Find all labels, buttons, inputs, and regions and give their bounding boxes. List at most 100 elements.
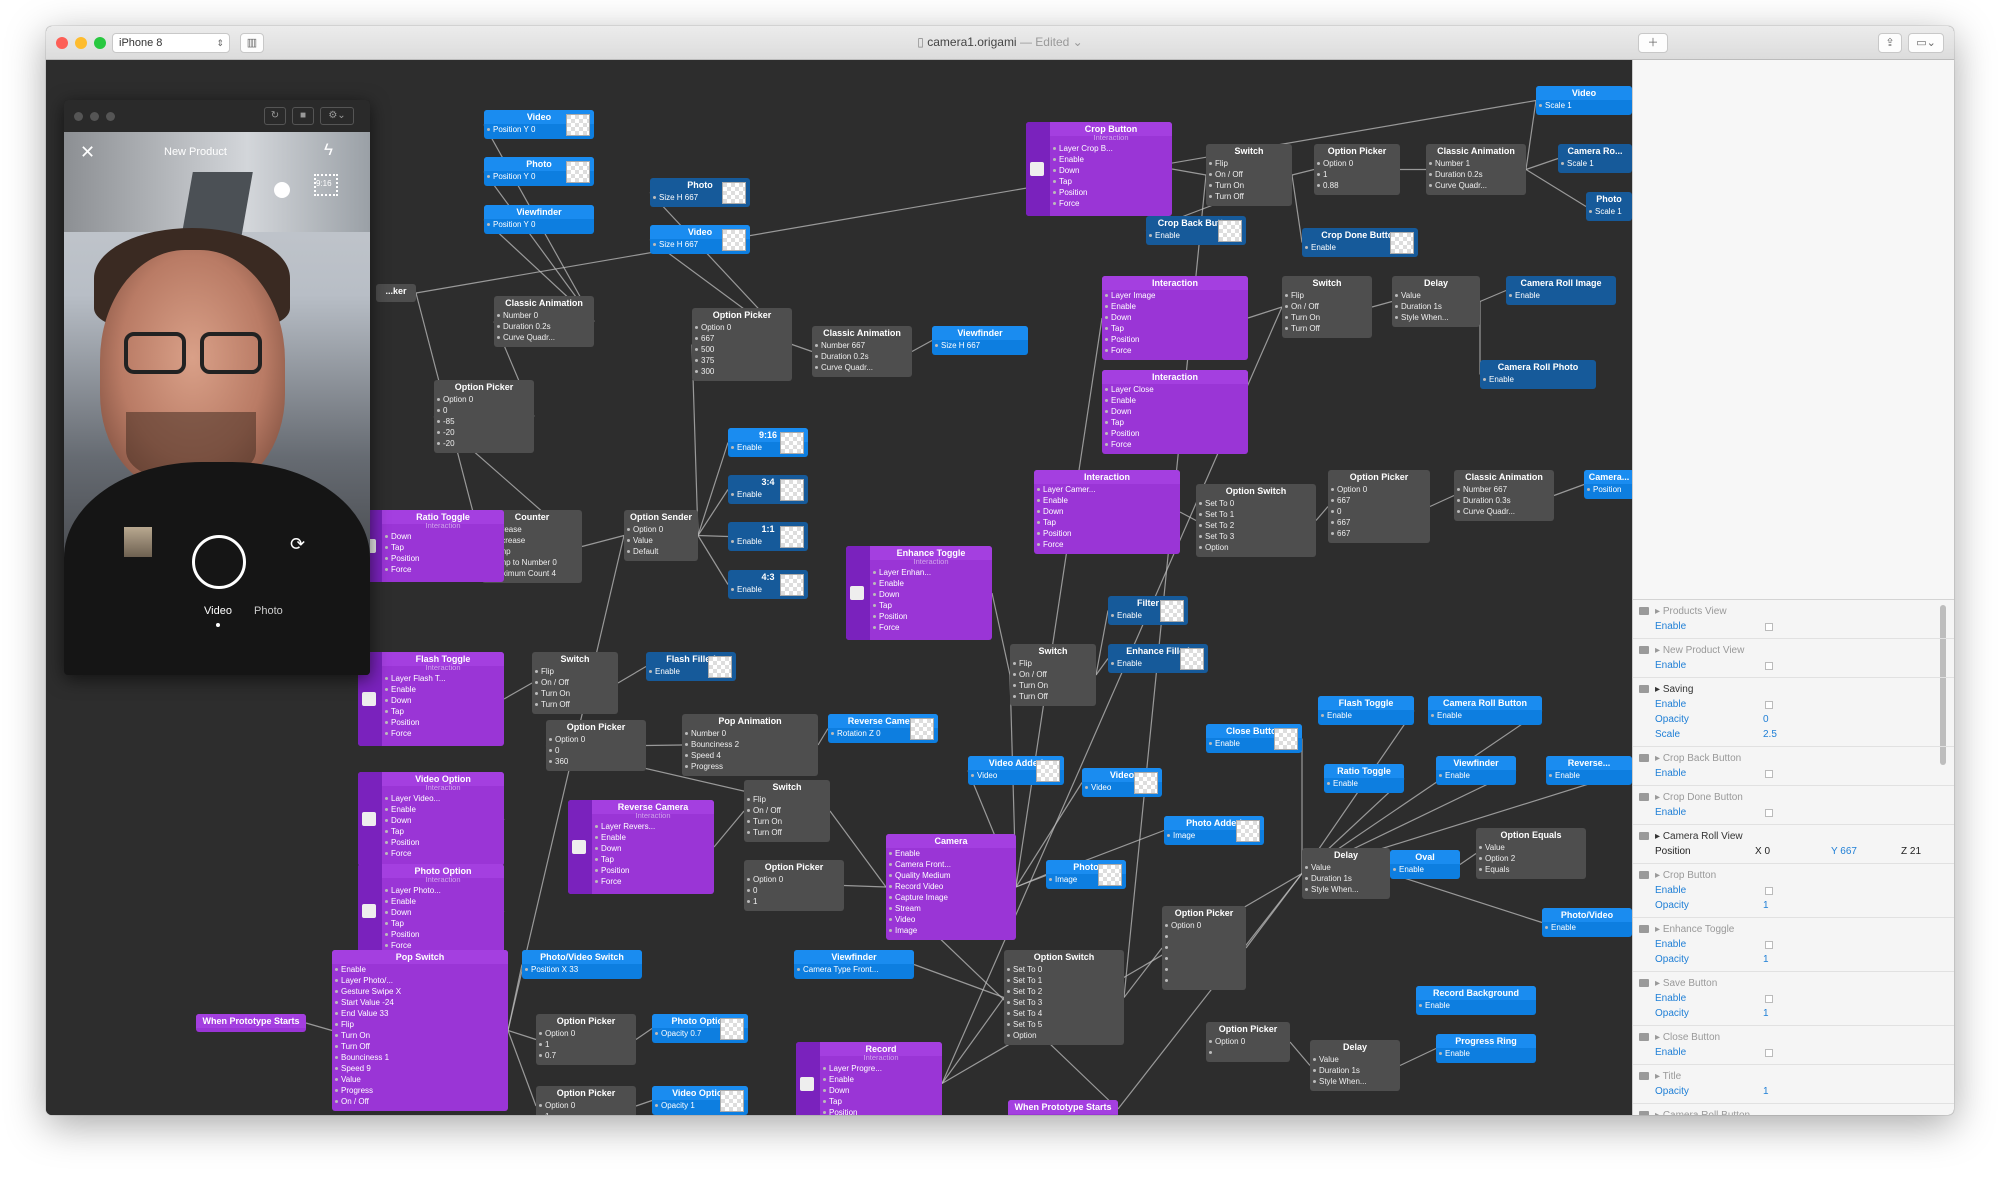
node-port[interactable]: -85: [434, 416, 534, 427]
node-port[interactable]: Position: [1102, 334, 1248, 345]
node-port[interactable]: Capture Image: [886, 892, 1016, 903]
node-port[interactable]: Option 0: [624, 524, 698, 535]
node-port[interactable]: Turn On: [1206, 180, 1292, 191]
node-port[interactable]: Position: [382, 717, 504, 728]
node-port[interactable]: Video: [968, 770, 1064, 781]
property-checkbox[interactable]: [1765, 1049, 1773, 1057]
inspector-section-title[interactable]: ▸ Save Button: [1655, 976, 1954, 991]
node-port[interactable]: Rotation Z 0: [828, 728, 938, 739]
inspector-section-title[interactable]: ▸ Crop Back Button: [1655, 751, 1954, 766]
node-port[interactable]: Tap: [382, 542, 504, 553]
node-port[interactable]: Default: [624, 546, 698, 557]
node-port[interactable]: Tap: [1102, 323, 1248, 334]
node-port[interactable]: Position: [592, 865, 714, 876]
node-port[interactable]: 0: [546, 745, 646, 756]
node-port[interactable]: Enable: [1480, 374, 1596, 385]
node-port[interactable]: Enable: [332, 964, 508, 975]
node-port[interactable]: Image: [1046, 874, 1126, 885]
node-port[interactable]: On / Off: [532, 677, 618, 688]
camera-icon[interactable]: ■: [292, 107, 314, 125]
node-port[interactable]: Position: [870, 611, 992, 622]
node-port[interactable]: -20: [434, 427, 534, 438]
layout-button[interactable]: ▭⌄: [1908, 33, 1944, 53]
node-port[interactable]: 0.88: [1314, 180, 1400, 191]
node-port[interactable]: Turn Off: [1010, 691, 1096, 702]
node-port[interactable]: Curve Quadr...: [1426, 180, 1526, 191]
node-port[interactable]: Down: [820, 1085, 942, 1096]
node-port[interactable]: Video: [1082, 782, 1162, 793]
share-button[interactable]: ⇪: [1878, 33, 1902, 53]
node-port[interactable]: 667: [1328, 517, 1430, 528]
node-port[interactable]: Set To 5: [1004, 1019, 1124, 1030]
node-port[interactable]: Set To 2: [1196, 520, 1316, 531]
node-port[interactable]: Enable: [382, 896, 504, 907]
node-port[interactable]: Speed 9: [332, 1063, 508, 1074]
inspector-section-title[interactable]: ▸ Products View: [1655, 604, 1954, 619]
node-port[interactable]: 500: [692, 344, 792, 355]
node-port[interactable]: Enable: [1146, 230, 1246, 241]
inspector-section-title[interactable]: ▸ Close Button: [1655, 1030, 1954, 1045]
node-port[interactable]: Force: [1034, 539, 1180, 550]
node-port[interactable]: Size H 667: [650, 239, 750, 250]
inspector-section-title[interactable]: ▸ Camera Roll View: [1655, 829, 1954, 844]
node-port[interactable]: Image: [886, 925, 1016, 936]
node-port[interactable]: Force: [1102, 439, 1248, 450]
disclosure-triangle-icon[interactable]: ▸: [1655, 978, 1663, 989]
node-port[interactable]: Turn Off: [332, 1041, 508, 1052]
node-port[interactable]: Down: [382, 531, 504, 542]
property-value[interactable]: 0: [1763, 714, 1769, 725]
node-port[interactable]: On / Off: [332, 1096, 508, 1107]
node-port[interactable]: Set To 0: [1004, 964, 1124, 975]
property-checkbox[interactable]: [1765, 770, 1773, 778]
node-port[interactable]: Option 0: [546, 734, 646, 745]
node-port[interactable]: Option 0: [1328, 484, 1430, 495]
node-port[interactable]: Set To 2: [1004, 986, 1124, 997]
node-port[interactable]: Enable: [1390, 864, 1460, 875]
node-port[interactable]: Enable: [592, 832, 714, 843]
node-port[interactable]: On / Off: [1206, 169, 1292, 180]
node-port[interactable]: Enable: [382, 684, 504, 695]
node-port[interactable]: Record Video: [886, 881, 1016, 892]
node-port[interactable]: Tap: [1102, 417, 1248, 428]
disclosure-triangle-icon[interactable]: ▸: [1655, 1071, 1663, 1082]
node-port[interactable]: Option 0: [1314, 158, 1400, 169]
node-port[interactable]: Layer Crop B...: [1050, 143, 1172, 154]
node-port[interactable]: Option 0: [434, 394, 534, 405]
flip-camera-icon[interactable]: ⟳: [290, 534, 306, 554]
node-port[interactable]: Turn On: [744, 816, 830, 827]
node-port[interactable]: Force: [1050, 198, 1172, 209]
node-port[interactable]: Enable: [1506, 290, 1616, 301]
node-port[interactable]: Duration 1s: [1392, 301, 1480, 312]
property-value[interactable]: 1: [1763, 1008, 1769, 1019]
node-port[interactable]: Bounciness 2: [682, 739, 818, 750]
node-port[interactable]: Option 0: [744, 874, 844, 885]
patch-node-whenproto2[interactable]: When Prototype Starts: [1008, 1100, 1118, 1115]
